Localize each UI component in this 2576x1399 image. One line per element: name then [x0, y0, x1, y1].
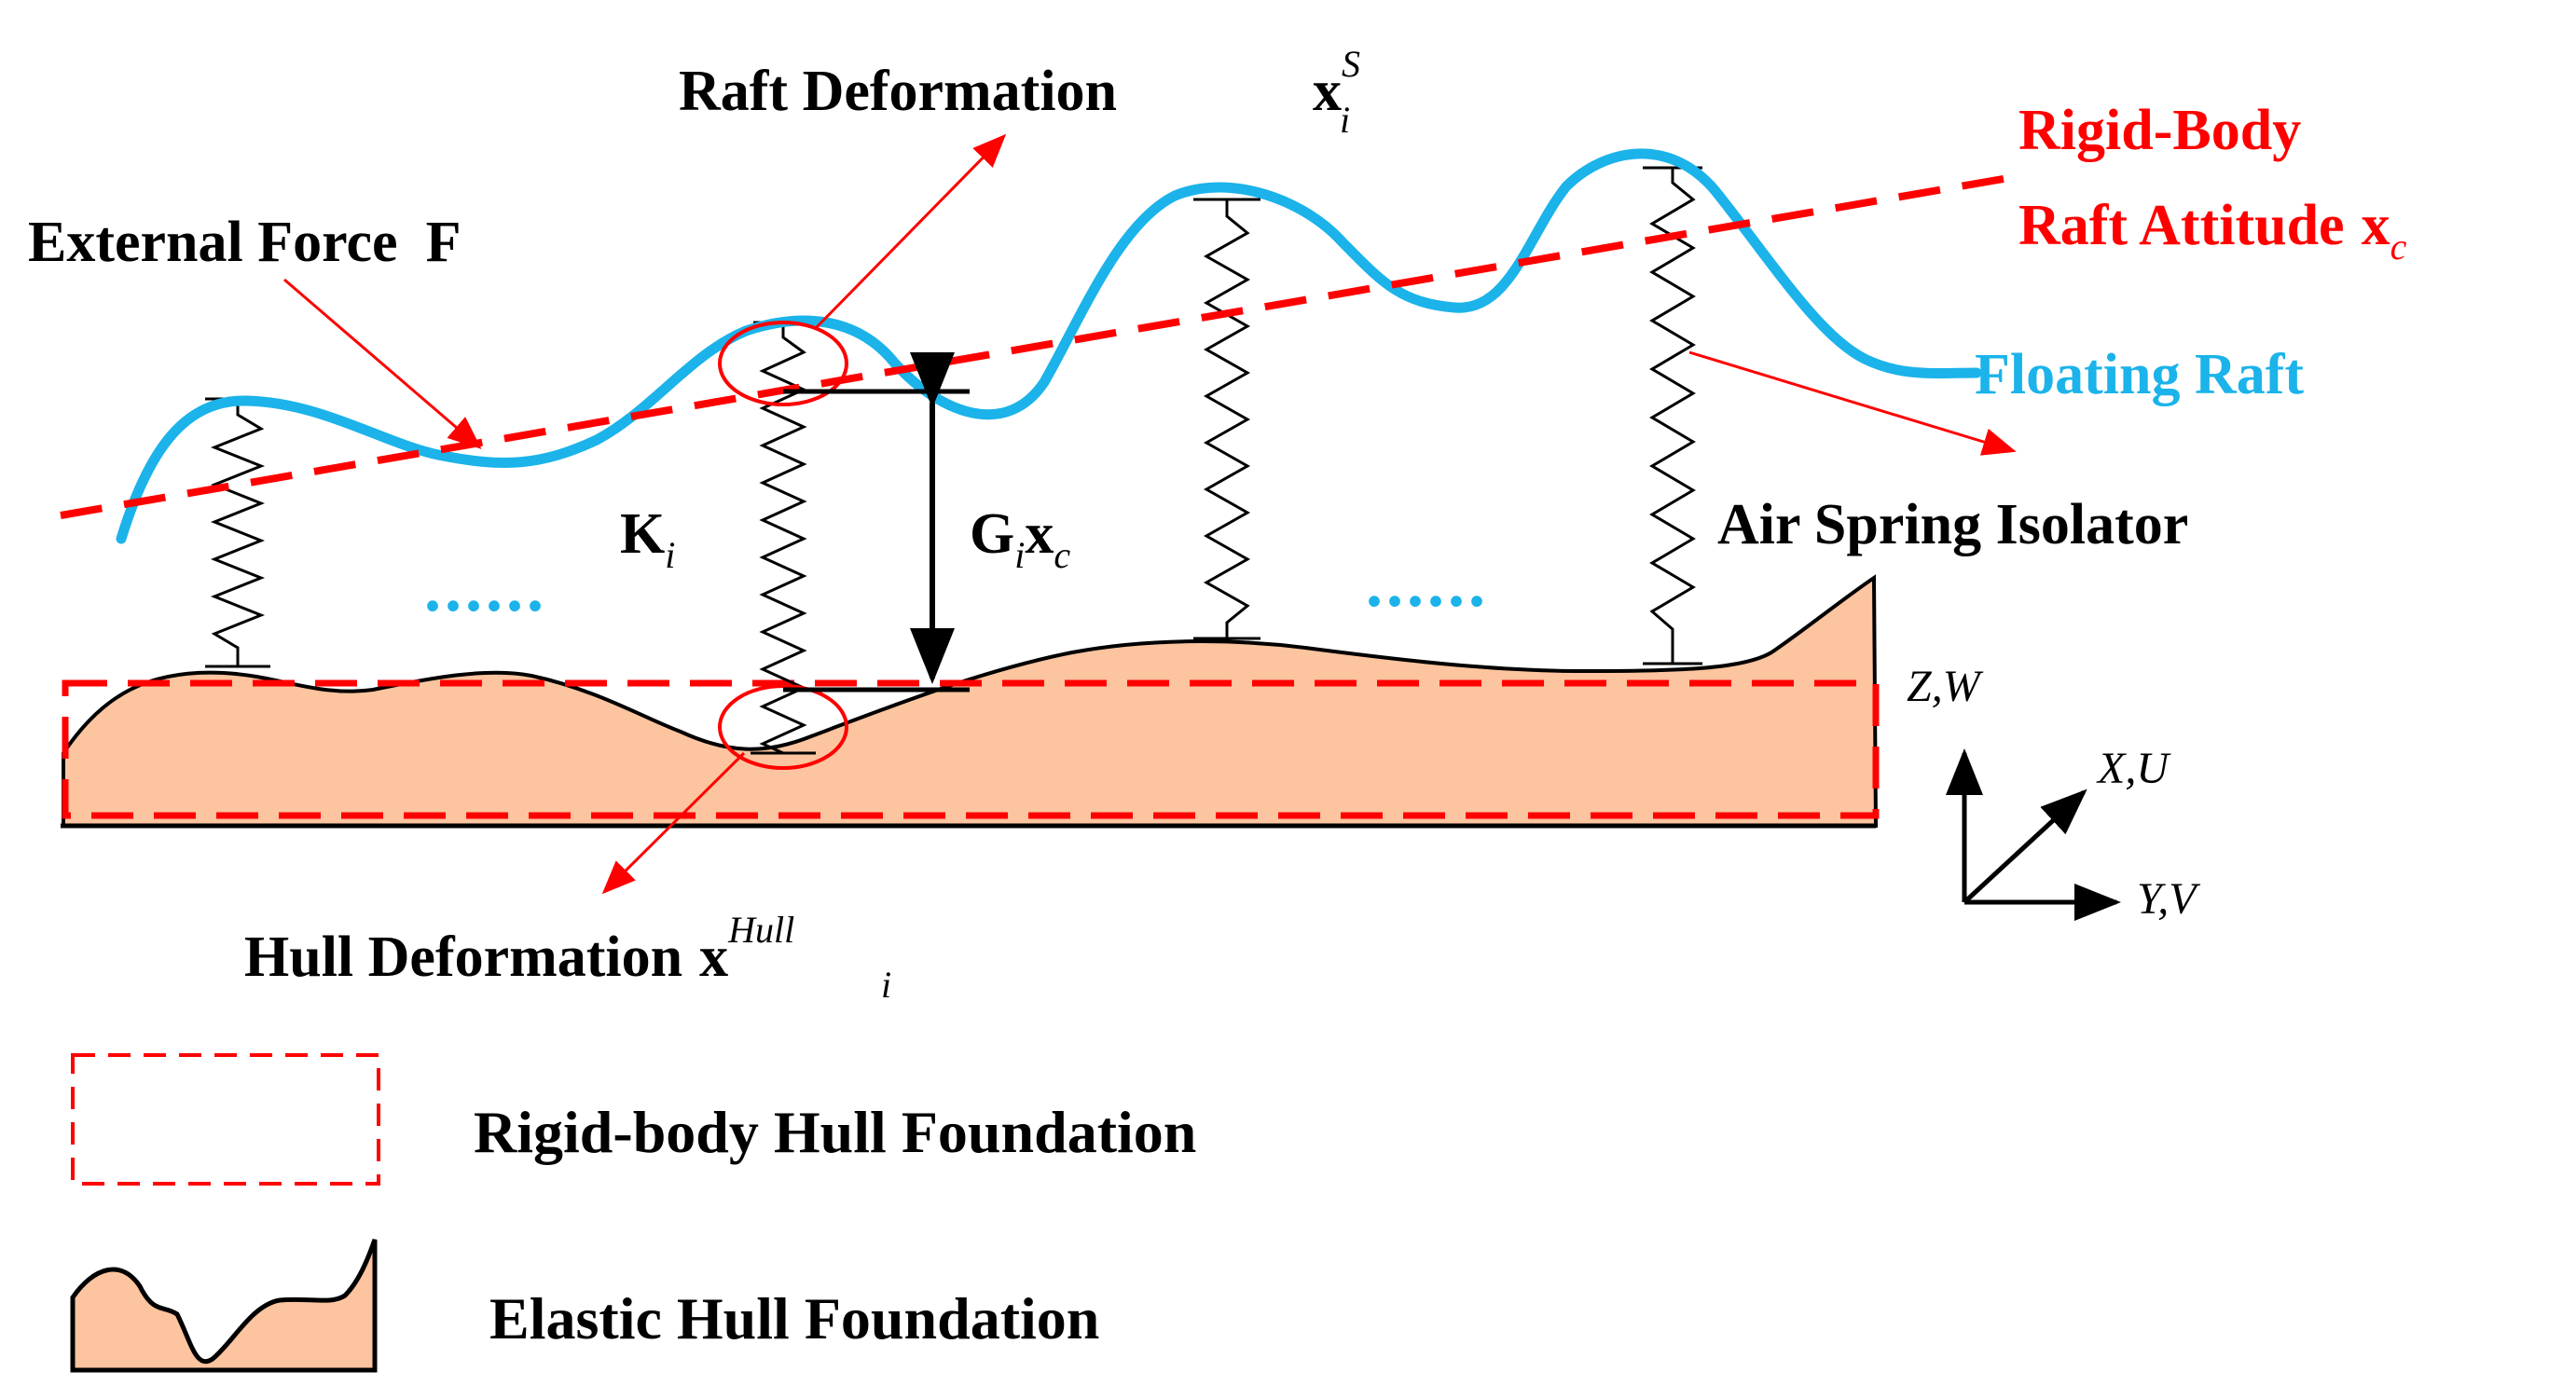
legend-elastic-swatch	[70, 1239, 378, 1373]
legend-rigid-swatch	[71, 1053, 380, 1186]
rigid-body-label-1: Rigid-Body	[2018, 99, 2301, 162]
hull-deformation-sub: i	[881, 964, 891, 1006]
axis-y-label: Y,V	[2137, 874, 2200, 924]
stiffness-label: Ki	[620, 502, 675, 576]
axis-z-label: Z,W	[1907, 662, 1984, 711]
hull-deformation-arrow	[601, 751, 746, 895]
g-xc-label: Gixc	[970, 502, 1070, 576]
raft-deformation-ellipse	[718, 321, 848, 406]
ellipsis-left: ......	[424, 551, 547, 625]
air-spring-arrow	[1688, 350, 2017, 456]
ellipsis-right: ......	[1366, 546, 1489, 621]
raft-deformation-label: Raft Deformation	[679, 60, 1117, 123]
floating-raft-curve	[116, 148, 1982, 544]
hull-deformation-ellipse	[718, 684, 848, 770]
elastic-hull-foundation	[62, 574, 1879, 828]
axis-x-label: X,U	[2096, 744, 2171, 793]
spring-1	[205, 397, 270, 668]
air-spring-isolator-label: Air Spring Isolator	[1717, 493, 2188, 556]
spring-3	[1193, 198, 1260, 640]
axis-icon	[1946, 748, 2121, 921]
raft-deformation-arrow	[814, 133, 1007, 330]
floating-raft-label: Floating Raft	[1975, 343, 2304, 406]
rigid-hull-foundation	[62, 679, 1880, 819]
external-force-arrow	[283, 278, 482, 449]
legend-elastic-label: Elastic Hull Foundation	[489, 1285, 1099, 1351]
legend-rigid-label: Rigid-body Hull Foundation	[474, 1099, 1196, 1165]
rigid-raft-attitude-line	[60, 173, 2015, 519]
